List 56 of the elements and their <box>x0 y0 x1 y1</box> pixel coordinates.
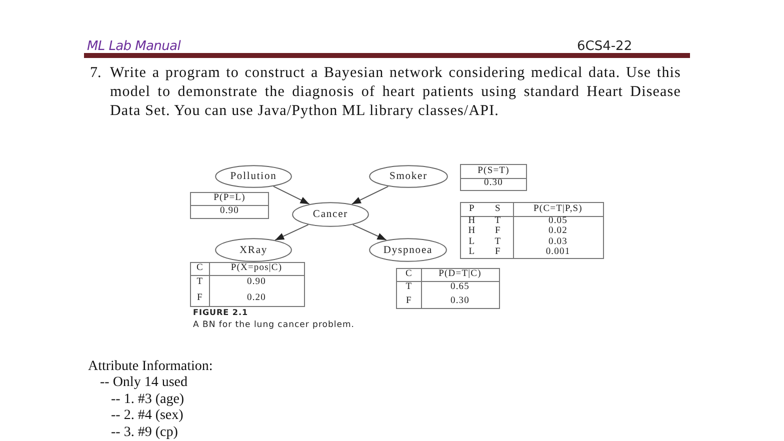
column-header: P(P=L) <box>214 194 246 204</box>
column-header: P <box>469 204 475 214</box>
arrow <box>351 186 389 205</box>
column-header: S <box>495 204 501 214</box>
node-label: Cancer <box>312 209 348 220</box>
node-label: Dyspnoea <box>383 244 433 256</box>
state-value: L <box>468 238 476 247</box>
probability-value: 0.65 <box>450 283 470 292</box>
state-value: T <box>494 238 502 247</box>
probability-value: 0.30 <box>484 179 504 189</box>
attribute-item: -- 2. #4 (sex) <box>111 408 184 424</box>
course-code: 6CS4-22 <box>577 40 632 53</box>
state-value: H <box>468 227 476 236</box>
node-label: Pollution <box>230 171 277 182</box>
state-value: F <box>197 294 203 303</box>
column-header: P(X=pos|C) <box>230 264 282 274</box>
attribute-heading: Attribute Information: <box>88 359 213 375</box>
node-label: Smoker <box>389 171 428 182</box>
state-value: L <box>468 248 476 258</box>
probability-value: 0.90 <box>220 206 240 216</box>
column-header: P(C=T|P,S) <box>534 204 582 214</box>
column-header: C <box>406 270 412 280</box>
attribute-item: -- 1. #3 (age) <box>111 392 184 408</box>
attribute-item: -- Only 14 used <box>100 375 188 391</box>
column-header: C <box>196 264 204 274</box>
arrow <box>272 186 310 205</box>
probability-value: 0.05 <box>548 216 568 226</box>
probability-value: 0.30 <box>450 296 470 306</box>
variable-node <box>369 165 448 188</box>
state-value: H <box>468 216 476 226</box>
state-value: F <box>495 227 501 236</box>
question-number: 7. <box>90 64 102 83</box>
column-header: P(D=T|C) <box>438 270 482 280</box>
probability-value: 0.03 <box>548 238 568 247</box>
column-header: P(S=T) <box>478 166 510 176</box>
question-text: Write a program to construct a Bayesian network considering medical data. Use this model to demonstrate the diagnosis of heart patients using standard Heart Disease Data Set. You can use Java/Python ML library classes/API. <box>110 64 681 121</box>
probability-value: 0.20 <box>246 294 266 303</box>
variable-node <box>215 165 292 188</box>
state-value: T <box>406 283 412 292</box>
probability-value: 0.001 <box>546 248 570 258</box>
variable-node <box>215 238 292 262</box>
figure-number: FIGURE 2.1 <box>193 309 248 317</box>
arrow <box>352 224 387 240</box>
figure-caption: A BN for the lung cancer problem. <box>193 321 354 330</box>
state-value: T <box>494 216 502 226</box>
variable-node <box>292 202 369 227</box>
node-label: XRay <box>239 244 268 256</box>
arrow <box>274 224 309 241</box>
variable-node <box>369 238 447 262</box>
probability-value: 0.90 <box>246 278 266 288</box>
state-value: F <box>406 296 412 306</box>
probability-value: 0.02 <box>548 227 568 236</box>
state-value: T <box>196 278 204 288</box>
state-value: F <box>495 248 501 258</box>
header-title: ML Lab Manual <box>87 40 181 53</box>
attribute-item: -- 3. #9 (cp) <box>111 425 178 441</box>
